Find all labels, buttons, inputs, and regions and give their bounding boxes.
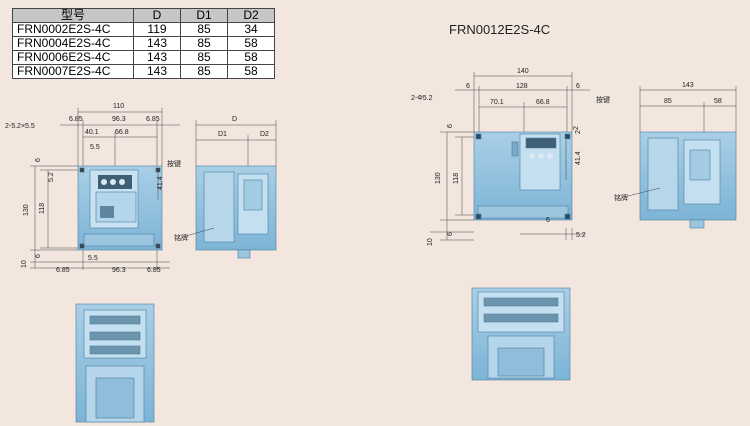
dim-label: 5.5 — [90, 144, 100, 151]
dim-label: 2-5.2×5.5 — [5, 123, 35, 130]
dimension-table: 型号 D D1 D2 FRN0002E2S-4C 119 85 34 FRN00… — [12, 8, 275, 79]
cell-d2: 34 — [227, 22, 275, 37]
dim-label: 96.3 — [112, 116, 126, 123]
dim-label: 10 — [21, 260, 28, 268]
cell-model: FRN0004E2S-4C — [12, 36, 134, 51]
dim-label: 6 — [447, 124, 454, 128]
dim-label: 96.3 — [112, 267, 126, 274]
dim-label: 6.85 — [146, 116, 160, 123]
dim-label: 6.85 — [69, 116, 83, 123]
dim-label: D2 — [260, 131, 269, 138]
table-row: FRN0007E2S-4C 143 85 58 — [12, 64, 275, 79]
model-title: FRN0012E2S-4C — [449, 22, 551, 37]
dim-label: 2 — [575, 130, 582, 134]
dim-label: 66.8 — [536, 99, 550, 106]
dim-label: 5.5 — [88, 255, 98, 262]
label-plate: 铭牌 — [174, 233, 188, 242]
right-side-view — [639, 131, 737, 229]
left-front-dimensions — [30, 108, 180, 270]
dim-label: 41.4 — [575, 151, 582, 165]
dim-label: 6 — [35, 158, 42, 162]
right-bottom-view — [471, 287, 571, 381]
dim-label: 2-Φ5.2 — [411, 95, 433, 102]
dim-label: 118 — [39, 203, 46, 214]
dim-label: 130 — [435, 172, 442, 184]
dim-label: 143 — [682, 82, 694, 89]
left-front-labels: 110 6.85 96.3 6.85 40.1 66.8 5.5 2-5.2×5… — [5, 103, 181, 274]
right-front-view — [473, 131, 573, 221]
dim-label: 6.85 — [147, 267, 161, 274]
table-row: FRN0004E2S-4C 143 85 58 — [12, 36, 275, 51]
dim-label: 2 — [573, 126, 580, 130]
dim-label: 6 — [466, 83, 470, 90]
dim-label: 130 — [23, 204, 30, 216]
cell-d: 143 — [133, 36, 181, 51]
dim-label: 118 — [453, 173, 460, 184]
dim-label: D — [232, 116, 237, 123]
cell-model: FRN0002E2S-4C — [12, 22, 134, 37]
cell-d2: 58 — [227, 64, 275, 79]
dim-label: 58 — [714, 98, 722, 105]
dim-label: 5.2 — [576, 232, 586, 239]
left-bottom-view — [75, 303, 155, 423]
dim-label: 6 — [35, 254, 42, 258]
dim-label: 66.8 — [115, 129, 129, 136]
cell-d1: 85 — [180, 64, 228, 79]
right-side-labels: 143 85 58 铭牌 — [614, 82, 722, 202]
right-front-dimensions — [430, 72, 590, 241]
dim-label: 85 — [664, 98, 672, 105]
left-side-labels: D D1 D2 铭牌 — [174, 116, 269, 242]
dim-label: 5.2 — [48, 172, 55, 182]
right-front-labels: 140 6 128 6 70.1 66.8 2 2-Φ5.2 130 118 6… — [411, 68, 610, 246]
dim-label: 110 — [113, 103, 124, 110]
dim-label: 6 — [576, 83, 580, 90]
dim-label: 41.4 — [157, 176, 164, 190]
cell-d2: 58 — [227, 36, 275, 51]
cell-d: 143 — [133, 64, 181, 79]
left-side-dimensions — [185, 120, 277, 237]
right-side-dimensions — [627, 86, 737, 197]
dim-label: 140 — [517, 68, 529, 75]
label-key: 按键 — [596, 95, 610, 104]
dim-label: D1 — [218, 131, 227, 138]
header-model: 型号 — [12, 8, 134, 23]
cell-d: 119 — [133, 22, 181, 37]
dim-label: 6 — [447, 232, 454, 236]
cell-model: FRN0007E2S-4C — [12, 64, 134, 79]
dim-label: 40.1 — [85, 129, 99, 136]
dim-label: 128 — [516, 83, 528, 90]
dim-label: 70.1 — [490, 99, 504, 106]
dim-label: 6.85 — [56, 267, 70, 274]
label-plate: 铭牌 — [614, 193, 628, 202]
table-row: FRN0002E2S-4C 119 85 34 — [12, 22, 275, 37]
label-key: 按键 — [167, 159, 181, 168]
left-side-view — [195, 165, 277, 259]
dim-label: 6 — [546, 217, 550, 224]
dim-label: 10 — [427, 238, 434, 246]
left-front-view — [77, 165, 163, 251]
